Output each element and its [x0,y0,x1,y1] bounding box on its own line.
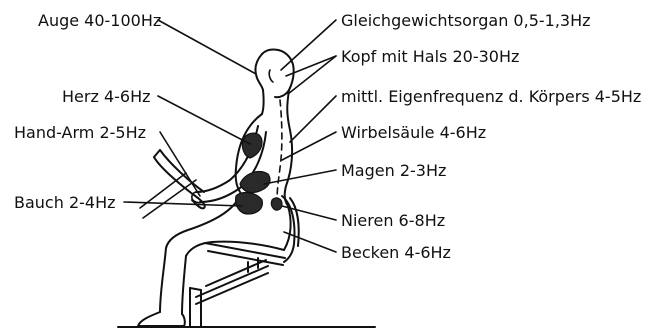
label-bauch: Bauch 2-4Hz [14,193,116,212]
label-auge: Auge 40-100Hz [38,11,161,30]
leader-bauch [124,202,242,206]
label-kopf-mit-hals: Kopf mit Hals 20-30Hz [341,47,519,66]
steering-wheel [140,150,205,218]
label-eigenfrequenz: mittl. Eigenfrequenz d. Körpers 4-5Hz [341,87,641,106]
leader-kopf-2 [288,56,336,94]
leader-auge [158,20,256,74]
leader-becken [284,232,336,252]
leader-hand-arm [160,132,200,196]
label-gleichgewichtsorgan: Gleichgewichtsorgan 0,5-1,3Hz [341,11,591,30]
kidney-organ [271,198,282,210]
label-hand-arm: Hand-Arm 2-5Hz [14,123,146,142]
label-herz: Herz 4-6Hz [62,87,151,106]
stomach-organ [240,172,270,193]
leader-magen [264,170,336,184]
leader-lines [124,20,336,252]
seat-frame [190,243,285,327]
leader-herz [158,96,250,144]
heart-organ [242,133,262,158]
label-wirbelsaeule: Wirbelsäule 4-6Hz [341,123,486,142]
abdomen-organ [236,193,263,214]
label-nieren: Nieren 6-8Hz [341,211,445,230]
label-magen: Magen 2-3Hz [341,161,446,180]
seated-person [138,50,294,326]
label-becken: Becken 4-6Hz [341,243,451,262]
